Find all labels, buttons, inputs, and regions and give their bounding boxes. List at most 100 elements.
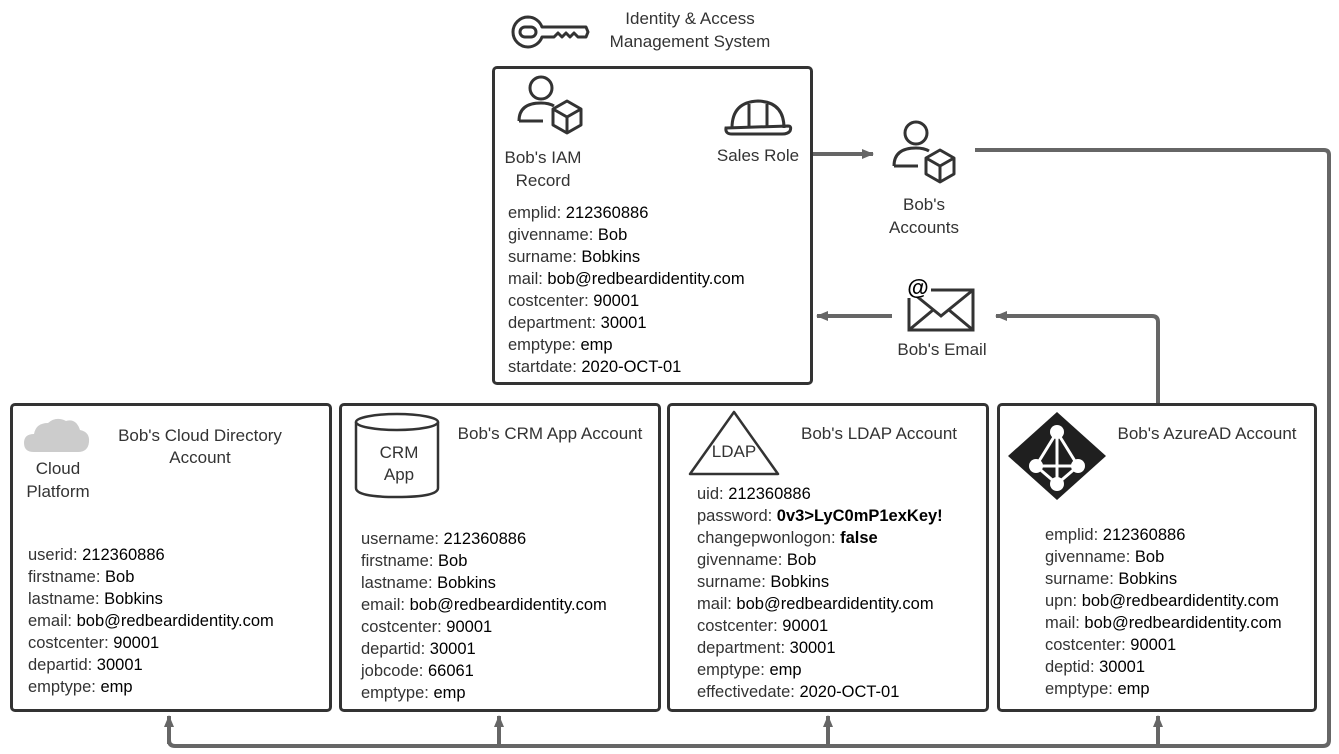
attribute-line: jobcode: 66061	[361, 660, 607, 682]
attribute-key: emptype:	[361, 684, 434, 702]
provisioning-bus	[167, 148, 1331, 748]
attribute-line: email: bob@redbeardidentity.com	[361, 594, 607, 616]
sales-role-label: Sales Role	[716, 146, 800, 165]
svg-text:@: @	[907, 276, 928, 300]
attribute-line: username: 212360886	[361, 528, 607, 550]
attribute-value: 30001	[429, 640, 476, 658]
attribute-line: lastname: Bobkins	[361, 572, 607, 594]
attribute-line: emptype: emp	[28, 676, 274, 698]
attribute-value: 30001	[96, 656, 143, 674]
attribute-line: givenname: Bob	[1045, 546, 1282, 568]
azure-ad-icon	[1006, 410, 1108, 502]
attribute-value: 90001	[1130, 636, 1177, 654]
iam-system-title: Identity & Access Management System	[609, 9, 771, 51]
attribute-line: firstname: Bob	[361, 550, 607, 572]
bobs-accounts-label: Bob's Accounts	[889, 195, 959, 237]
cloud-icon	[22, 414, 92, 454]
attribute-key: mail:	[1045, 614, 1085, 632]
attribute-key: lastname:	[361, 574, 438, 592]
attribute-key: costcenter:	[697, 617, 783, 635]
bobs-email-label: Bob's Email	[897, 340, 987, 359]
attribute-value: Bob	[105, 568, 135, 586]
attribute-value: Bobkins	[437, 574, 496, 592]
attribute-value: Bobkins	[1118, 570, 1178, 588]
attribute-key: mail:	[508, 270, 548, 288]
attribute-line: surname: Bobkins	[508, 246, 745, 268]
attribute-line: emptype: emp	[697, 659, 943, 681]
attribute-value: 0v3>LyC0mP1exKey!	[776, 507, 943, 525]
attribute-line: costcenter: 90001	[508, 290, 745, 312]
attribute-value: 90001	[593, 292, 640, 310]
attribute-line: emptype: emp	[1045, 678, 1282, 700]
attribute-key: deptid:	[1045, 658, 1100, 676]
attribute-value: Bobkins	[581, 248, 641, 266]
attribute-key: password:	[697, 507, 777, 525]
attribute-line: mail: bob@redbeardidentity.com	[508, 268, 745, 290]
attribute-value: 90001	[113, 634, 160, 652]
attribute-value: 212360886	[565, 204, 649, 222]
crm-account-box	[339, 403, 661, 712]
cloud-account-box	[10, 403, 332, 712]
attribute-line: givenname: Bob	[697, 549, 943, 571]
attribute-key: department:	[508, 314, 601, 332]
attribute-value: 2020-OCT-01	[581, 358, 682, 376]
attribute-line: givenname: Bob	[508, 224, 745, 246]
attribute-line: surname: Bobkins	[697, 571, 943, 593]
attribute-key: surname:	[697, 573, 771, 591]
attribute-line: department: 30001	[697, 637, 943, 659]
attribute-value: 66061	[427, 662, 474, 680]
attribute-key: firstname:	[361, 552, 439, 570]
attribute-value: 30001	[789, 639, 836, 657]
attribute-value: false	[840, 529, 878, 547]
attribute-value: bob@redbeardidentity.com	[409, 596, 607, 614]
attribute-value: bob@redbeardidentity.com	[1084, 614, 1282, 632]
attribute-key: emptype:	[28, 678, 101, 696]
attribute-value: 212360886	[1102, 526, 1186, 544]
attribute-key: email:	[361, 596, 410, 614]
attribute-key: jobcode:	[361, 662, 428, 680]
cloud-platform-label: Cloud Platform	[26, 459, 90, 501]
attribute-line: startdate: 2020-OCT-01	[508, 356, 745, 378]
ldap-account-title: Bob's LDAP Account	[800, 424, 958, 443]
attribute-value: Bob	[786, 551, 817, 569]
attribute-line: email: bob@redbeardidentity.com	[28, 610, 274, 632]
accounts-user-cube-icon	[890, 118, 960, 188]
database-icon	[354, 412, 444, 500]
attribute-key: username:	[361, 530, 444, 548]
attribute-key: givenname:	[508, 226, 598, 244]
attribute-value: bob@redbeardidentity.com	[547, 270, 745, 288]
attribute-key: emplid:	[508, 204, 566, 222]
attribute-key: givenname:	[1045, 548, 1135, 566]
attribute-key: changepwonlogon:	[697, 529, 841, 547]
attribute-value: emp	[1117, 680, 1150, 698]
attribute-key: surname:	[508, 248, 582, 266]
attribute-key: startdate:	[508, 358, 582, 376]
azure-account-title: Bob's AzureAD Account	[1117, 424, 1297, 443]
ldap-account-box	[667, 403, 989, 712]
attribute-key: department:	[697, 639, 790, 657]
attribute-key: upn:	[1045, 592, 1082, 610]
cloud-account-title: Bob's Cloud Directory Account	[118, 426, 282, 467]
iam-record-box	[492, 66, 813, 385]
attribute-line: departid: 30001	[361, 638, 607, 660]
user-cube-icon	[515, 73, 585, 138]
attribute-line: uid: 212360886	[697, 483, 943, 505]
attribute-value: 212360886	[82, 546, 165, 564]
attribute-key: emptype:	[508, 336, 581, 354]
attribute-line: changepwonlogon: false	[697, 527, 943, 549]
attribute-key: emplid:	[1045, 526, 1103, 544]
attribute-line: effectivedate: 2020-OCT-01	[697, 681, 943, 703]
attribute-value: emp	[580, 336, 613, 354]
attribute-line: departid: 30001	[28, 654, 274, 676]
attribute-key: email:	[28, 612, 77, 630]
attribute-line: firstname: Bob	[28, 566, 274, 588]
attribute-key: mail:	[697, 595, 737, 613]
attribute-line: lastname: Bobkins	[28, 588, 274, 610]
attribute-line: costcenter: 90001	[1045, 634, 1282, 656]
attribute-value: Bob	[438, 552, 468, 570]
attribute-value: Bobkins	[770, 573, 830, 591]
attribute-line: password: 0v3>LyC0mP1exKey!	[697, 505, 943, 527]
